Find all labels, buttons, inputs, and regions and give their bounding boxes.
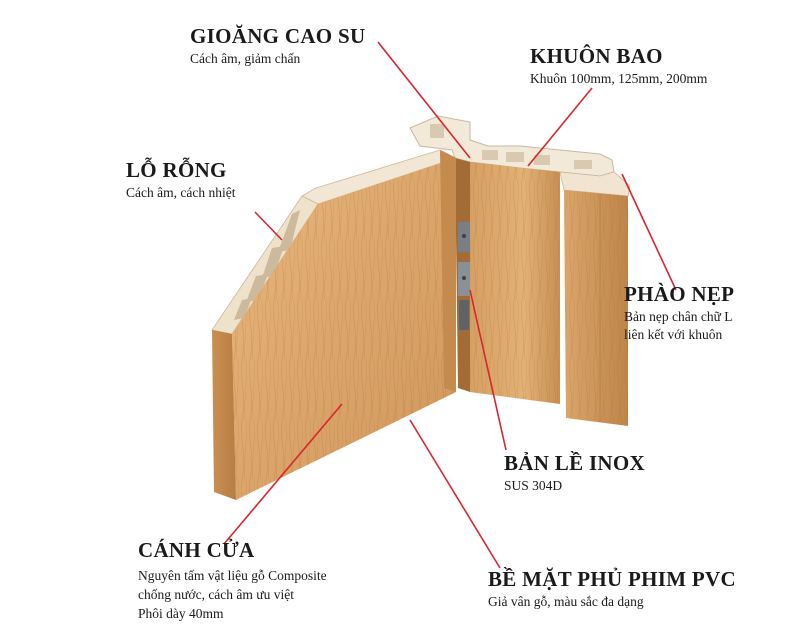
leader-line-gioang	[377, 41, 471, 159]
label-title: BỀ MẶT PHỦ PHIM PVC	[488, 567, 736, 591]
label-lo-rong: LỖ RỖNG Cách âm, cách nhiệt	[126, 158, 235, 202]
label-title: KHUÔN BAO	[530, 44, 663, 68]
label-desc: Bản nẹp chân chữ L	[624, 309, 733, 324]
label-phao-nep: PHÀO NẸP Bản nẹp chân chữ L liên kết với…	[624, 282, 734, 344]
label-be-mat-phu-phim-pvc: BỀ MẶT PHỦ PHIM PVC Giả vân gỗ, màu sắc …	[488, 567, 736, 611]
label-desc: Nguyên tấm vật liệu gỗ Composite	[138, 568, 327, 583]
label-canh-cua: CÁNH CỬA Nguyên tấm vật liệu gỗ Composit…	[138, 538, 327, 623]
leader-line-phao	[621, 173, 677, 291]
leader-line-ban-le	[469, 289, 507, 451]
leader-line-canh	[223, 403, 343, 545]
label-title: CÁNH CỬA	[138, 538, 255, 562]
leaf-edge	[212, 330, 236, 500]
label-title: LỖ RỖNG	[126, 158, 227, 182]
door-leaf	[211, 149, 458, 500]
label-desc: SUS 304D	[504, 478, 563, 493]
frame-cavity	[430, 124, 444, 138]
label-desc: liên kết với khuôn	[624, 327, 723, 342]
leader-line-lo-rong	[254, 211, 283, 241]
label-ban-le-inox: BẢN LỀ INOX SUS 304D	[504, 451, 645, 495]
leader-line-khuon	[527, 87, 593, 167]
label-desc: Khuôn 100mm, 125mm, 200mm	[530, 71, 708, 86]
leaf-inner-edge	[440, 150, 456, 392]
hinge-screw	[462, 234, 466, 238]
hollow-cell	[278, 210, 300, 252]
frame-cavity	[574, 160, 592, 169]
label-title: GIOĂNG CAO SU	[190, 24, 366, 48]
label-desc: Cách âm, giảm chấn	[190, 51, 301, 66]
hollow-cell	[234, 298, 252, 320]
label-desc: Cách âm, cách nhiệt	[126, 185, 236, 200]
frame-cavity	[506, 152, 524, 162]
label-title: BẢN LỀ INOX	[504, 451, 645, 475]
leader-lines	[223, 41, 677, 569]
hollow-cell	[246, 274, 268, 302]
hinge-plate	[459, 300, 469, 330]
leader-line-be-mat	[409, 419, 501, 569]
door-frame	[409, 115, 615, 404]
door-trim	[559, 171, 631, 426]
frame-cavity	[482, 150, 498, 160]
label-title: PHÀO NẸP	[624, 282, 735, 306]
label-desc: Phôi dày 40mm	[138, 606, 224, 621]
label-desc: chống nước, cách âm ưu việt	[138, 587, 294, 602]
hollow-cell	[262, 246, 284, 278]
frame-top-profile	[409, 115, 615, 177]
frame-cavity	[534, 155, 550, 165]
label-khuon-bao: KHUÔN BAO Khuôn 100mm, 125mm, 200mm	[530, 44, 707, 88]
stainless-hinge	[458, 222, 470, 330]
label-gioang-cao-su: GIOĂNG CAO SU Cách âm, giảm chấn	[190, 24, 365, 68]
label-desc: Giả vân gỗ, màu sắc đa dạng	[488, 594, 644, 609]
hinge-screw	[462, 276, 466, 280]
